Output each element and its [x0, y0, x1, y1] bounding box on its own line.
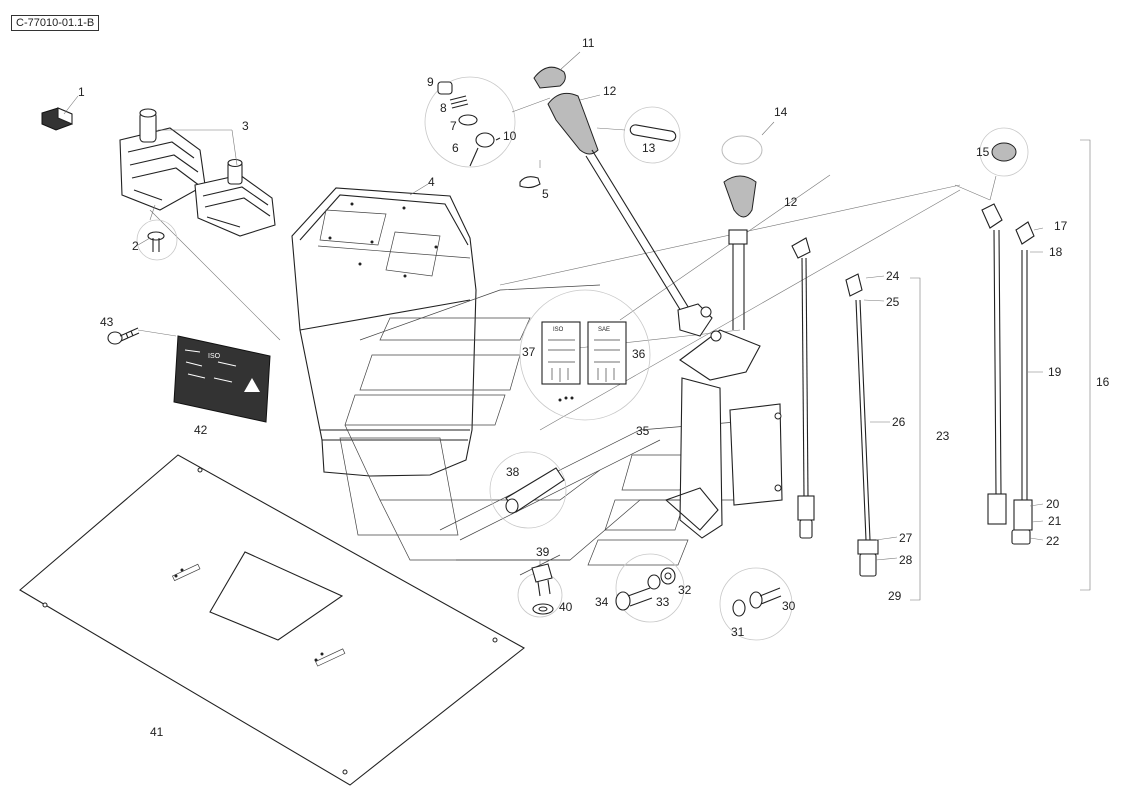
- callout-37: 37: [522, 345, 536, 359]
- callout-30: 30: [782, 599, 796, 613]
- part-16-cable-assembly: [979, 127, 1091, 591]
- callout-19: 19: [1048, 365, 1062, 379]
- callout-1: 1: [78, 85, 85, 99]
- decal-42-iso-text: ISO: [208, 353, 221, 360]
- part-14-cap: [721, 121, 775, 165]
- part-2-rivet: [136, 204, 178, 261]
- decal-36-label: SAE: [598, 327, 610, 333]
- part-13-pin: [596, 106, 681, 164]
- callout-26: 26: [892, 415, 906, 429]
- callout-21: 21: [1048, 514, 1062, 528]
- callout-33: 33: [656, 595, 670, 609]
- part-43-screw: [107, 327, 140, 345]
- callout-23: 23: [936, 429, 950, 443]
- callout-24: 24: [886, 269, 900, 283]
- part-36-37-decals: ISO SAE: [519, 289, 651, 421]
- callout-40: 40: [559, 600, 573, 614]
- callout-18: 18: [1049, 245, 1063, 259]
- part-23-cable-assembly: [791, 237, 921, 601]
- part-11-knob-cap: [533, 51, 581, 89]
- callout-7: 7: [450, 119, 457, 133]
- callout-43: 43: [100, 315, 114, 329]
- drawing-reference-code: C-77010-01.1-B: [11, 15, 100, 31]
- decal-37-label: ISO: [553, 327, 564, 333]
- boot-large: [119, 108, 206, 211]
- callout-20: 20: [1046, 497, 1060, 511]
- callout-42: 42: [194, 423, 208, 437]
- part-5-10-knob-parts: [424, 76, 551, 189]
- part-3-rubber-boots: [119, 108, 276, 237]
- callout-41: 41: [150, 725, 164, 739]
- part-41-base-plate: [19, 454, 525, 786]
- callout-28: 28: [899, 553, 913, 567]
- callout-13: 13: [642, 141, 656, 155]
- part-30-31-bolt-washer: [719, 567, 793, 641]
- part-39-40-bolt-washer: [517, 563, 563, 618]
- callout-29: 29: [888, 589, 902, 603]
- callout-27: 27: [899, 531, 913, 545]
- callout-2: 2: [132, 239, 139, 253]
- boot-small: [194, 158, 276, 237]
- callout-32: 32: [678, 583, 692, 597]
- callout-25: 25: [886, 295, 900, 309]
- callout-35: 35: [636, 424, 650, 438]
- callout-39: 39: [536, 545, 550, 559]
- callout-34: 34: [595, 595, 609, 609]
- part-32-34-bolt-washers: [615, 553, 685, 623]
- callout-9: 9: [427, 75, 434, 89]
- callout-labels: 1 2 3 4 5 6 7 8 9 10 11 12 12 13 14 15 1…: [78, 36, 1110, 739]
- callout-5: 5: [542, 187, 549, 201]
- part-42-warning-decal: ISO: [137, 329, 271, 423]
- callout-31: 31: [731, 625, 745, 639]
- callout-3: 3: [242, 119, 249, 133]
- callout-11: 11: [582, 36, 595, 50]
- callout-16: 16: [1096, 375, 1110, 389]
- part-35-shift-bracket: [664, 306, 783, 539]
- callout-22: 22: [1046, 534, 1060, 548]
- part-38-rail: [489, 451, 567, 529]
- part-1-switch: [41, 95, 79, 131]
- callout-12-lower: 12: [784, 195, 798, 209]
- callout-14: 14: [774, 105, 788, 119]
- part-4-console-housing: [291, 183, 477, 477]
- part-12-lower-lever: [723, 175, 757, 330]
- callout-36: 36: [632, 347, 646, 361]
- callout-6: 6: [452, 141, 459, 155]
- callout-4: 4: [428, 175, 435, 189]
- callout-17: 17: [1054, 219, 1068, 233]
- callout-10: 10: [503, 129, 517, 143]
- callout-38: 38: [506, 465, 520, 479]
- callout-8: 8: [440, 101, 447, 115]
- callout-12-upper: 12: [603, 84, 617, 98]
- callout-15: 15: [976, 145, 990, 159]
